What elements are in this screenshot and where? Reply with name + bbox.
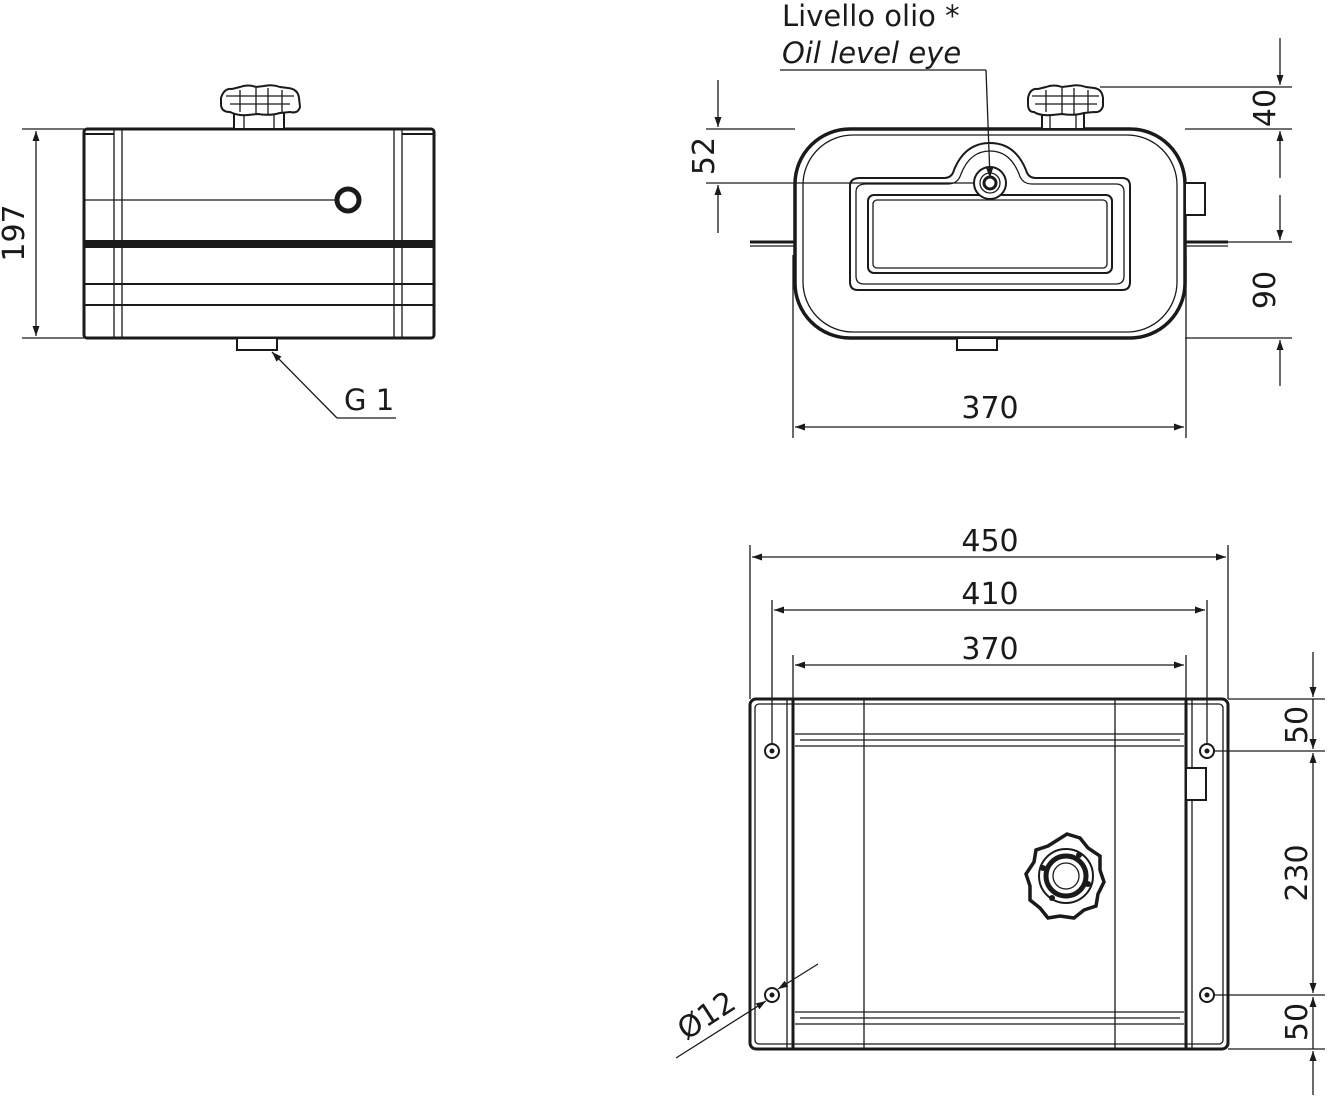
width-dimension-370: 370	[961, 391, 1018, 426]
top-mounting-plate	[748, 697, 1230, 1051]
side-oil-eye	[334, 186, 362, 214]
dimension-52: 52	[687, 137, 722, 175]
dimension-230: 230	[1280, 844, 1315, 901]
front-inner-panel	[849, 141, 1131, 291]
dimension-90: 90	[1248, 271, 1283, 309]
mounting-hole-icon	[764, 987, 780, 1003]
top-filler-cap-icon	[1024, 832, 1106, 920]
front-tank-body	[793, 127, 1187, 340]
port-size-label: G 1	[344, 383, 394, 417]
front-filler-cap-icon	[1027, 84, 1104, 130]
height-dimension: 197	[0, 204, 32, 261]
oil-level-label-en: Oil level eye	[782, 36, 961, 70]
dimension-40: 40	[1248, 89, 1283, 127]
side-tank-body	[82, 127, 436, 340]
dimension-410: 410	[961, 577, 1018, 612]
mounting-hole-icon	[764, 743, 780, 759]
dimension-50-top: 50	[1280, 706, 1315, 744]
side-view: G 1 197	[0, 84, 436, 419]
dimension-450: 450	[961, 524, 1018, 559]
side-filler-cap-icon	[220, 84, 302, 130]
mounting-hole-icon	[1199, 987, 1215, 1003]
oil-level-label-it: Livello olio *	[782, 0, 960, 33]
top-view: 450 410 370 50 230 50 Ø12	[671, 524, 1325, 1095]
side-bracket-band	[84, 240, 434, 248]
front-view: Livello olio * Oil level eye 52 40 90 37…	[687, 0, 1292, 438]
side-outlet-port	[236, 337, 278, 351]
dimension-50-bottom: 50	[1280, 1003, 1315, 1041]
dimension-370: 370	[961, 632, 1018, 667]
mounting-hole-icon	[1199, 743, 1215, 759]
